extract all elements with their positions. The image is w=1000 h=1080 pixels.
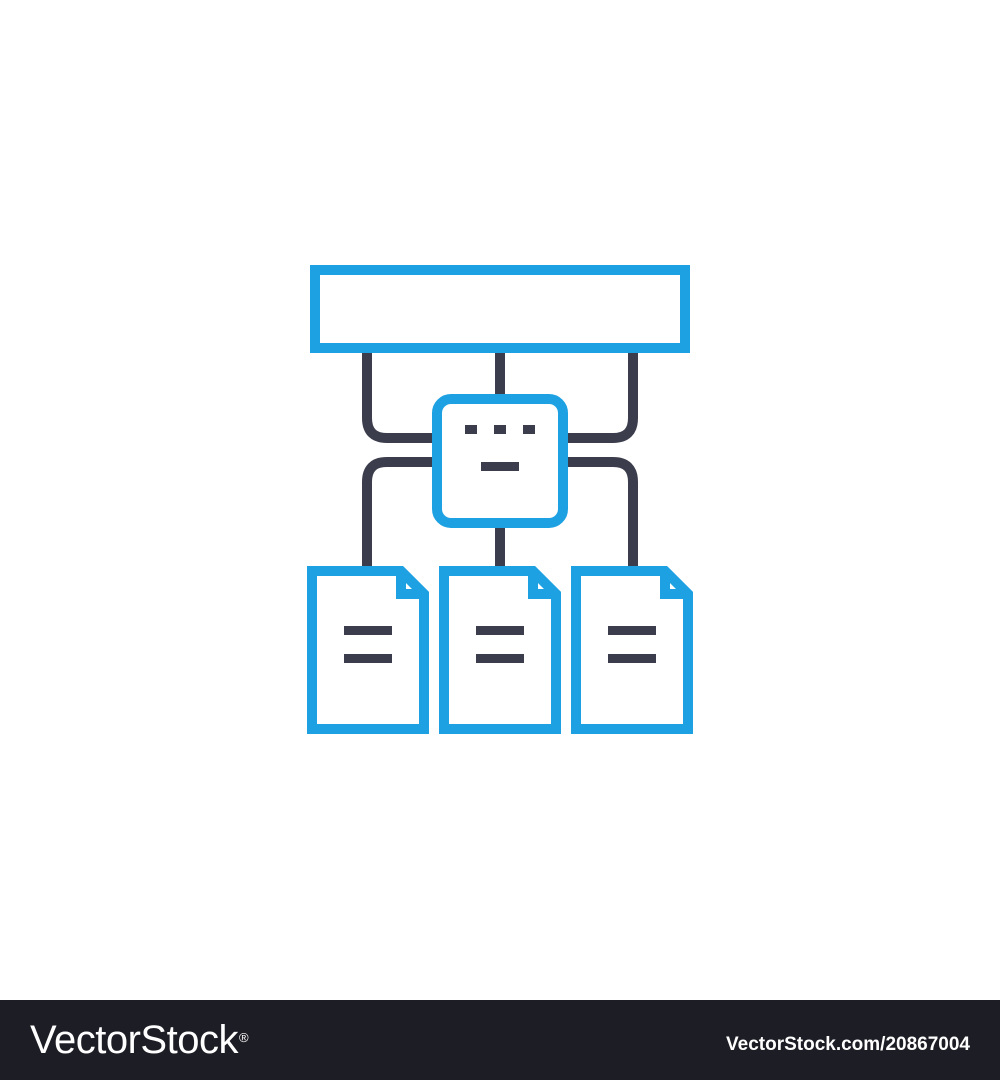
document-center-line-2	[476, 654, 524, 663]
connector-bottom-left	[362, 457, 434, 571]
document-right-line-2	[608, 654, 656, 663]
hub-dash	[481, 462, 519, 471]
document-left-line-1	[344, 626, 392, 635]
connector-bottom-right	[566, 457, 638, 571]
connector-lines	[362, 350, 638, 571]
document-left	[307, 566, 429, 734]
footer-bar: VectorStock® VectorStock.com/20867004	[0, 1000, 1000, 1080]
accent-shapes	[307, 265, 693, 734]
document-center	[439, 566, 561, 734]
hub-node-shape	[432, 394, 568, 528]
glyph-marks	[344, 425, 656, 663]
document-left-line-2	[344, 654, 392, 663]
document-left-fold	[396, 571, 424, 599]
hub-dot-2	[494, 425, 506, 434]
document-right-fold	[660, 571, 688, 599]
brand-logo[interactable]: VectorStock®	[30, 1018, 249, 1062]
document-right	[571, 566, 693, 734]
image-id-text: VectorStock.com/20867004	[726, 1034, 970, 1055]
registered-mark: ®	[238, 1030, 249, 1045]
hub-dot-3	[523, 425, 535, 434]
icon-canvas	[307, 265, 693, 734]
brand-logo-text: VectorStock	[30, 1018, 238, 1062]
document-center-fold	[528, 571, 556, 599]
document-right-line-1	[608, 626, 656, 635]
connector-top-right	[566, 350, 638, 443]
hierarchy-documents-icon	[307, 265, 693, 734]
connector-top-left	[362, 350, 434, 443]
document-center-line-1	[476, 626, 524, 635]
header-bar-shape	[310, 265, 690, 353]
hub-dot-1	[465, 425, 477, 434]
